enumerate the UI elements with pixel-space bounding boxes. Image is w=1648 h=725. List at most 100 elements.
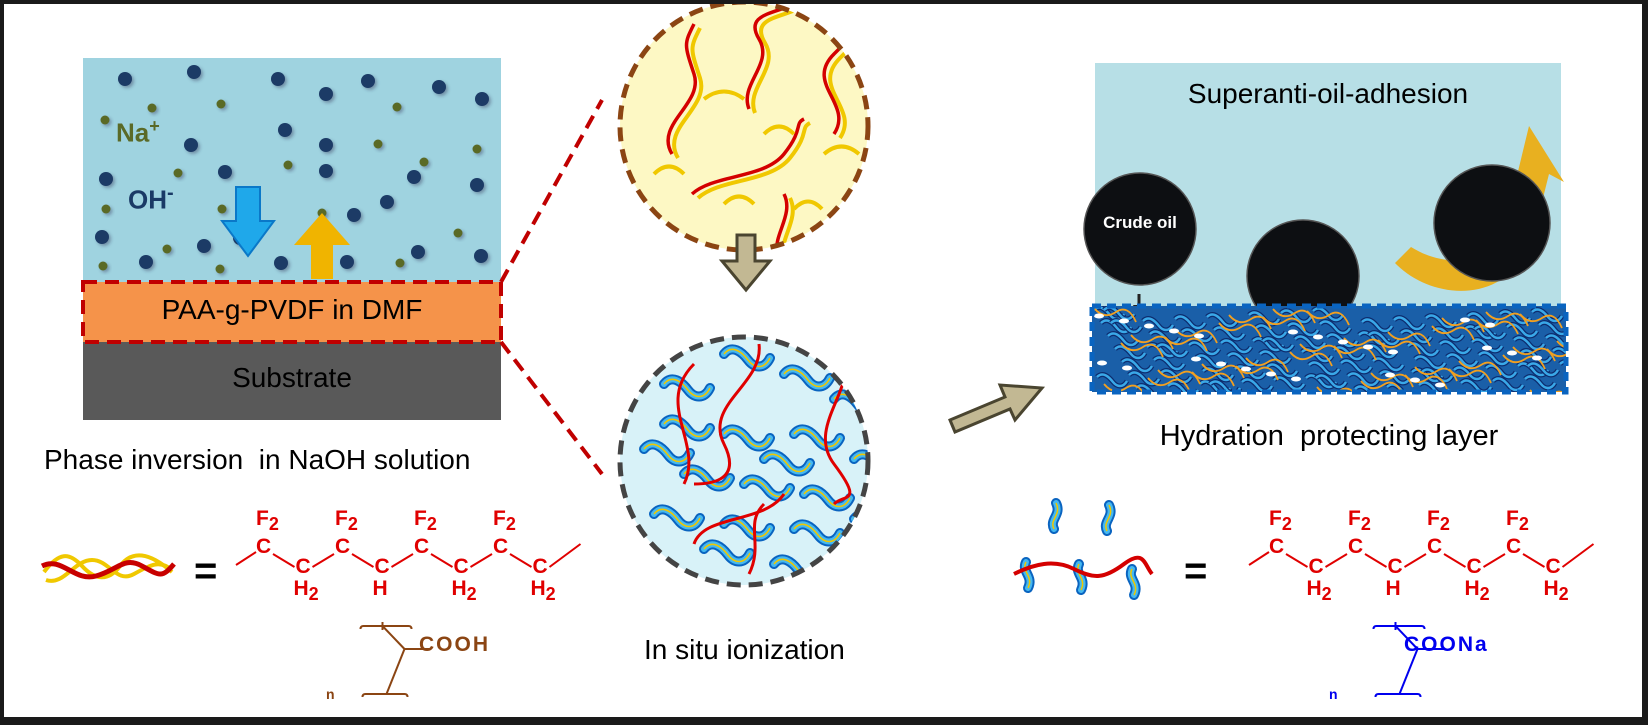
ionized-chain-core: [723, 428, 771, 448]
formula-bond: [311, 553, 335, 568]
f2-group: F2: [414, 507, 437, 535]
ionized-chain-core: [643, 443, 691, 463]
layer-backbone-fiber: [1458, 360, 1502, 376]
f2-group: F2: [335, 507, 358, 535]
layer-chain-body: [1524, 375, 1557, 390]
formula-bond: [1285, 553, 1309, 568]
oh-ion-dot: [319, 87, 333, 101]
layer-chain-body: [1294, 335, 1327, 350]
h2-group: H2: [530, 577, 556, 605]
layer-backbone-fiber: [1103, 383, 1144, 392]
oh-ion-dot: [319, 138, 333, 152]
layer-chain-body: [1142, 317, 1175, 332]
layer-backbone-fiber: [1174, 328, 1218, 344]
layer-backbone-fiber: [1164, 336, 1208, 352]
carbon-atom: C: [295, 555, 311, 578]
oh-ion-dot: [347, 208, 361, 222]
h2-group: H2: [1464, 577, 1490, 605]
paa-graft-chain: [672, 27, 704, 160]
na-ion-dot: [173, 168, 183, 178]
layer-chain-body: [1220, 339, 1253, 354]
oh-ion-dot: [432, 80, 446, 94]
layer-water-pocket: [1410, 377, 1420, 383]
carbon-atom: C: [493, 535, 509, 558]
figure-panel: Na+ OH- PAA-g-PVDF in DMF Substrate Phas…: [4, 4, 1642, 717]
layer-water-pocket: [1460, 317, 1470, 323]
diagram-svg: [40, 4, 1595, 698]
layer-chain-body: [1340, 359, 1373, 374]
formula-right-bonds: [1248, 543, 1595, 698]
na-ion-dot: [395, 258, 405, 268]
f2-group: F2: [256, 507, 279, 535]
carbon-atom: C: [532, 555, 548, 578]
formula-bond: [548, 543, 582, 568]
formula-left-bonds: [235, 543, 582, 698]
layer-backbone-fiber: [1519, 313, 1563, 329]
na-ion-dot: [373, 139, 383, 149]
f2-group: F2: [1269, 507, 1292, 535]
ionized-chain-core: [783, 368, 831, 388]
carbon-atom: C: [1348, 535, 1364, 558]
layer-water-pocket: [1435, 382, 1445, 388]
layer-backbone-fiber: [1201, 363, 1245, 379]
formula-bond: [509, 553, 533, 568]
ionized-chain-core: [683, 468, 731, 488]
f2-group: F2: [1506, 507, 1529, 535]
layer-chain-body: [1446, 353, 1479, 368]
oh-ion-dot: [474, 249, 488, 263]
oh-ion-dot: [278, 123, 292, 137]
layer-water-pocket: [1194, 333, 1204, 339]
paa-graft-chain: [879, 68, 903, 208]
ionized-circle-border: [617, 334, 871, 588]
layer-chain-body: [1206, 313, 1239, 328]
layer-chain-body: [1107, 332, 1140, 347]
paa-graft-chain: [762, 124, 796, 136]
layer-chain-body: [1478, 351, 1511, 366]
layer-backbone-fiber: [1306, 310, 1350, 326]
formula-bond: [1482, 553, 1506, 568]
layer-chain-body: [1096, 373, 1129, 388]
ion-particles: [95, 65, 489, 274]
layer-chain-body: [1153, 356, 1186, 371]
layer-chain-body: [1156, 343, 1189, 358]
coona-group: COONa: [1404, 633, 1489, 656]
layer-chain-body: [1439, 340, 1472, 355]
pvdf-backbone-chain: [690, 117, 805, 196]
ionized-chain-shell: [849, 509, 868, 537]
side-chain-bond: [385, 648, 406, 695]
pvdf-backbone-chain: [747, 502, 766, 575]
paa-graft-chain: [652, 164, 686, 176]
layer-water-pocket: [1144, 323, 1154, 329]
ionized-chain-core: [1130, 568, 1137, 596]
h-atom: H: [372, 577, 388, 600]
crude-oil-label: Crude oil: [1103, 213, 1177, 232]
layer-backbone-fiber: [1414, 366, 1458, 382]
ionized-chain-core: [853, 513, 868, 533]
layer-chain-body: [1174, 315, 1207, 330]
superanti-oil-title: Superanti-oil-adhesion: [1187, 78, 1469, 109]
na-ion-dot: [283, 160, 293, 170]
layer-chain-body: [1135, 384, 1166, 392]
ionized-chain-core: [763, 453, 811, 473]
na-ion-dot: [147, 103, 157, 113]
formula-bond: [1403, 553, 1427, 568]
oh-ion-dot: [118, 72, 132, 86]
oh-ion-dot: [218, 165, 232, 179]
ionized-chain-core: [1024, 561, 1031, 589]
layer-backbone-fiber: [1120, 342, 1164, 358]
carbon-atom: C: [1427, 535, 1443, 558]
repeat-bracket-bottom: [361, 693, 409, 698]
h2-group: H2: [293, 577, 319, 605]
layer-chain-body: [1361, 318, 1394, 333]
f2-group: F2: [1348, 507, 1371, 535]
carbon-atom: C: [453, 555, 469, 578]
carbon-atom: C: [335, 535, 351, 558]
layer-chain-body: [1315, 374, 1348, 389]
oh-ion-dot: [319, 164, 333, 178]
process-down-arrow-icon: [718, 233, 774, 293]
layer-water-pocket: [1097, 360, 1107, 366]
crude-oil-droplet-3: [1433, 164, 1551, 282]
oh-ion-dot: [380, 195, 394, 209]
h2-group: H2: [1543, 577, 1569, 605]
layer-chain-body: [1110, 319, 1143, 334]
